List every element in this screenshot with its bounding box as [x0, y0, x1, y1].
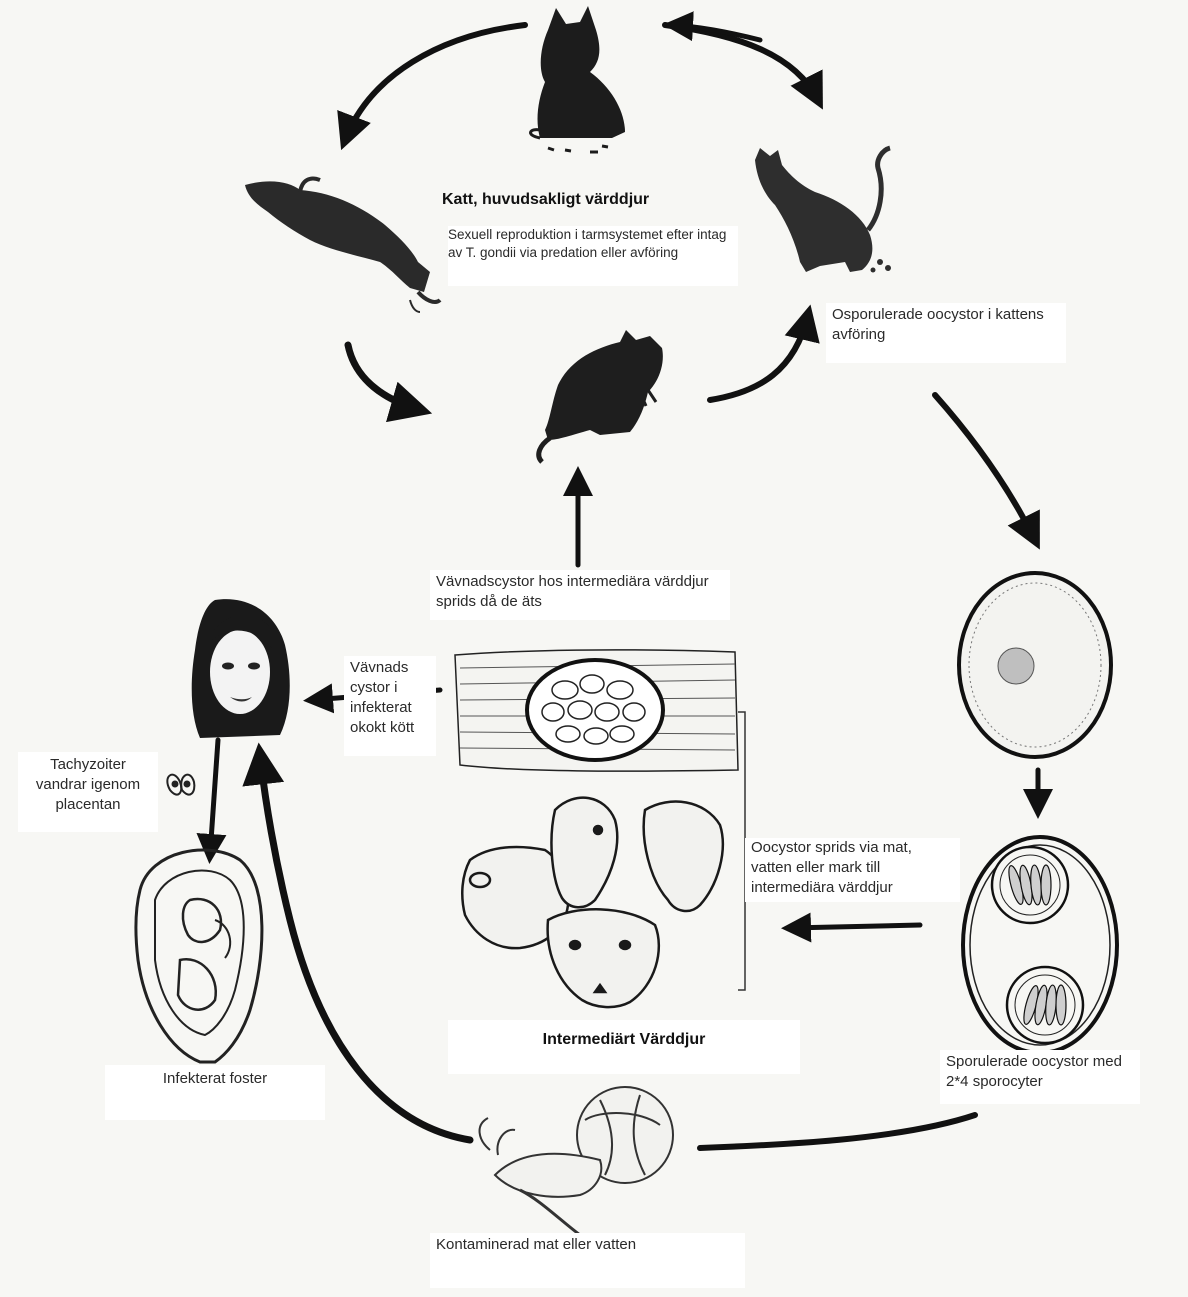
tissue-cysts-meat-label: Vävnads cystor i infekterat okokt kött	[344, 656, 436, 756]
intermediate-host-label: Intermediärt Värddjur	[448, 1020, 800, 1074]
tachyzoites-label: Tachyzoiter vandrar igenom placentan	[18, 752, 158, 832]
arrow-human-to-fetus	[210, 740, 218, 855]
arrow-to-oocyst	[935, 395, 1035, 540]
arrow-center-to-right	[710, 315, 808, 400]
arrow-top-right-back	[672, 25, 760, 40]
vegetables-illustration	[480, 1087, 673, 1235]
unsporulated-oocysts-label: Osporulerade oocystor i kattens avföring	[826, 303, 1066, 363]
cat-pouncing-illustration	[245, 179, 440, 313]
cat-eating-illustration	[539, 330, 663, 462]
sporulated-oocysts-label: Sporulerade oocystor med 2*4 sporocyter	[940, 1050, 1140, 1104]
arrow-left-to-center	[348, 345, 420, 410]
arrow-to-intermediate	[790, 925, 920, 928]
sporulated-oocyst-illustration	[963, 837, 1117, 1053]
arrow-to-food	[700, 1115, 975, 1148]
unsporulated-oocyst-illustration	[959, 573, 1111, 757]
cat-title: Katt, huvudsakligt värddjur	[442, 190, 742, 212]
cat-description: Sexuell reproduktion i tarmsystemet efte…	[448, 226, 738, 286]
human-face-illustration	[192, 599, 290, 738]
contaminated-food-label: Kontaminerad mat eller vatten	[430, 1233, 745, 1288]
cat-sitting-illustration	[531, 6, 625, 152]
oocyst-spread-label: Oocystor sprids via mat, vatten eller ma…	[745, 838, 960, 902]
farm-animals-illustration	[462, 798, 723, 1007]
tachyzoites-illustration	[167, 775, 194, 795]
fetus-illustration	[136, 850, 262, 1062]
tissue-cysts-eaten-label: Vävnadscystor hos intermediära värddjur …	[430, 570, 730, 620]
arrow-top-left	[345, 25, 525, 140]
cat-squatting-illustration	[755, 148, 891, 273]
infected-fetus-label: Infekterat foster	[105, 1065, 325, 1120]
